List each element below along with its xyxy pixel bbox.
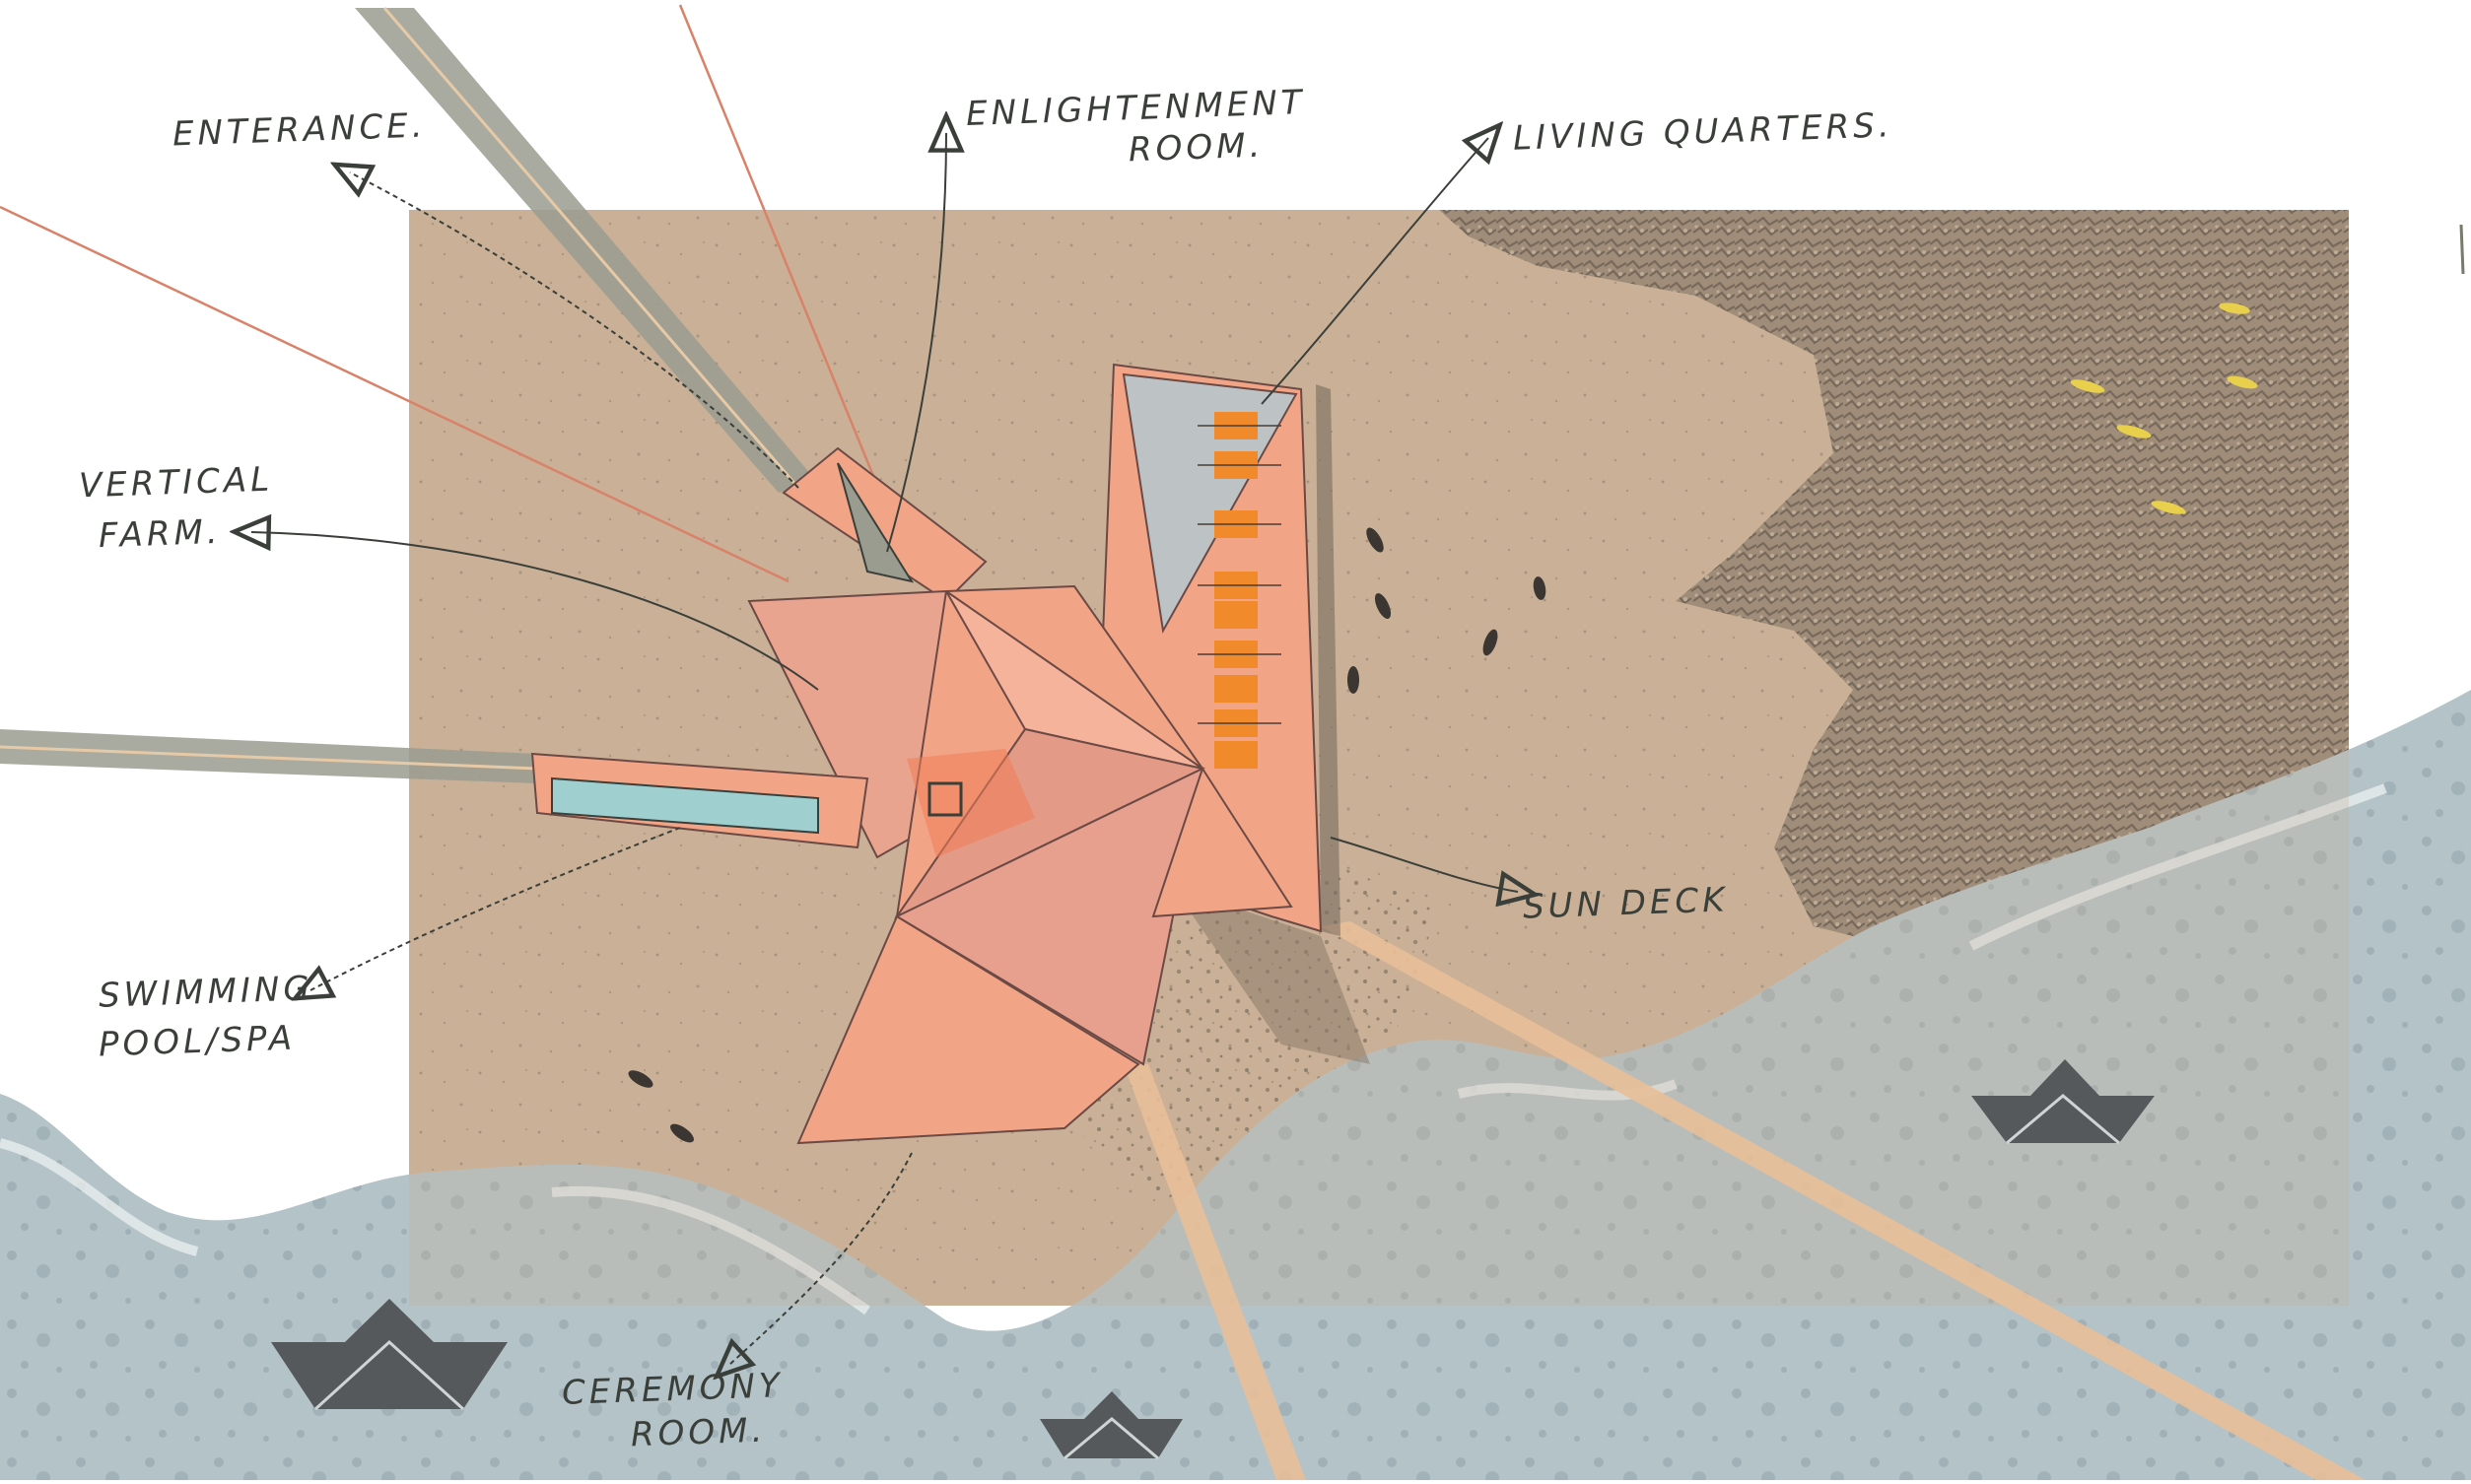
leader-sun-deck bbox=[1330, 837, 1518, 892]
building-shadow bbox=[1173, 887, 1370, 1064]
label-enlightenment-line2: ROOM. bbox=[1128, 125, 1265, 170]
label-vertical-farm-line1: VERTICAL bbox=[78, 459, 274, 506]
label-ceremony-line1: CEREMONY bbox=[561, 1366, 785, 1413]
sightline-northwest bbox=[0, 205, 789, 583]
southwest-volume bbox=[894, 767, 1204, 1066]
label-entrance: ENTERANCE. bbox=[172, 105, 428, 155]
shoreline-foam bbox=[0, 783, 2387, 1315]
leader-vertical-farm bbox=[251, 532, 819, 691]
label-swimming-line2: POOL/SPA bbox=[98, 1018, 297, 1065]
leader-swimming bbox=[310, 827, 681, 990]
paper-boat-east bbox=[1971, 1059, 2155, 1145]
fish-school bbox=[2070, 303, 2258, 514]
leader-entrance bbox=[350, 172, 799, 489]
core-skylight bbox=[927, 781, 963, 817]
enlightenment-room bbox=[837, 462, 915, 583]
paper-boat-southwest bbox=[271, 1299, 508, 1411]
label-sun-deck: SUN DECK bbox=[1522, 880, 1730, 927]
leader-ceremony bbox=[729, 1152, 913, 1365]
label-vertical-farm-line2: FARM. bbox=[98, 511, 223, 557]
red-core-glow bbox=[907, 749, 1035, 857]
road-west-centerline bbox=[0, 745, 538, 771]
tower-shadow bbox=[1316, 384, 1340, 936]
solar-panel-array bbox=[1198, 412, 1281, 769]
sea-water bbox=[0, 690, 2471, 1480]
south-wing bbox=[796, 914, 1140, 1145]
label-ceremony-line2: ROOM. bbox=[630, 1410, 767, 1455]
beam-southeast bbox=[1321, 921, 2366, 1480]
label-swimming-line1: SWIMMING bbox=[98, 969, 314, 1016]
swimming-pool bbox=[551, 776, 819, 835]
paper-boat-south bbox=[1040, 1391, 1183, 1460]
edge-mark bbox=[2459, 224, 2465, 275]
leader-enlightenment bbox=[886, 133, 946, 553]
road-northwest-centerline bbox=[382, 7, 800, 489]
leader-living-quarters bbox=[1261, 138, 1488, 405]
people-figures bbox=[628, 527, 1546, 1143]
beam-south bbox=[1124, 1064, 1306, 1480]
sun-deck-volume bbox=[1151, 766, 1293, 918]
road-northwest bbox=[355, 8, 818, 493]
